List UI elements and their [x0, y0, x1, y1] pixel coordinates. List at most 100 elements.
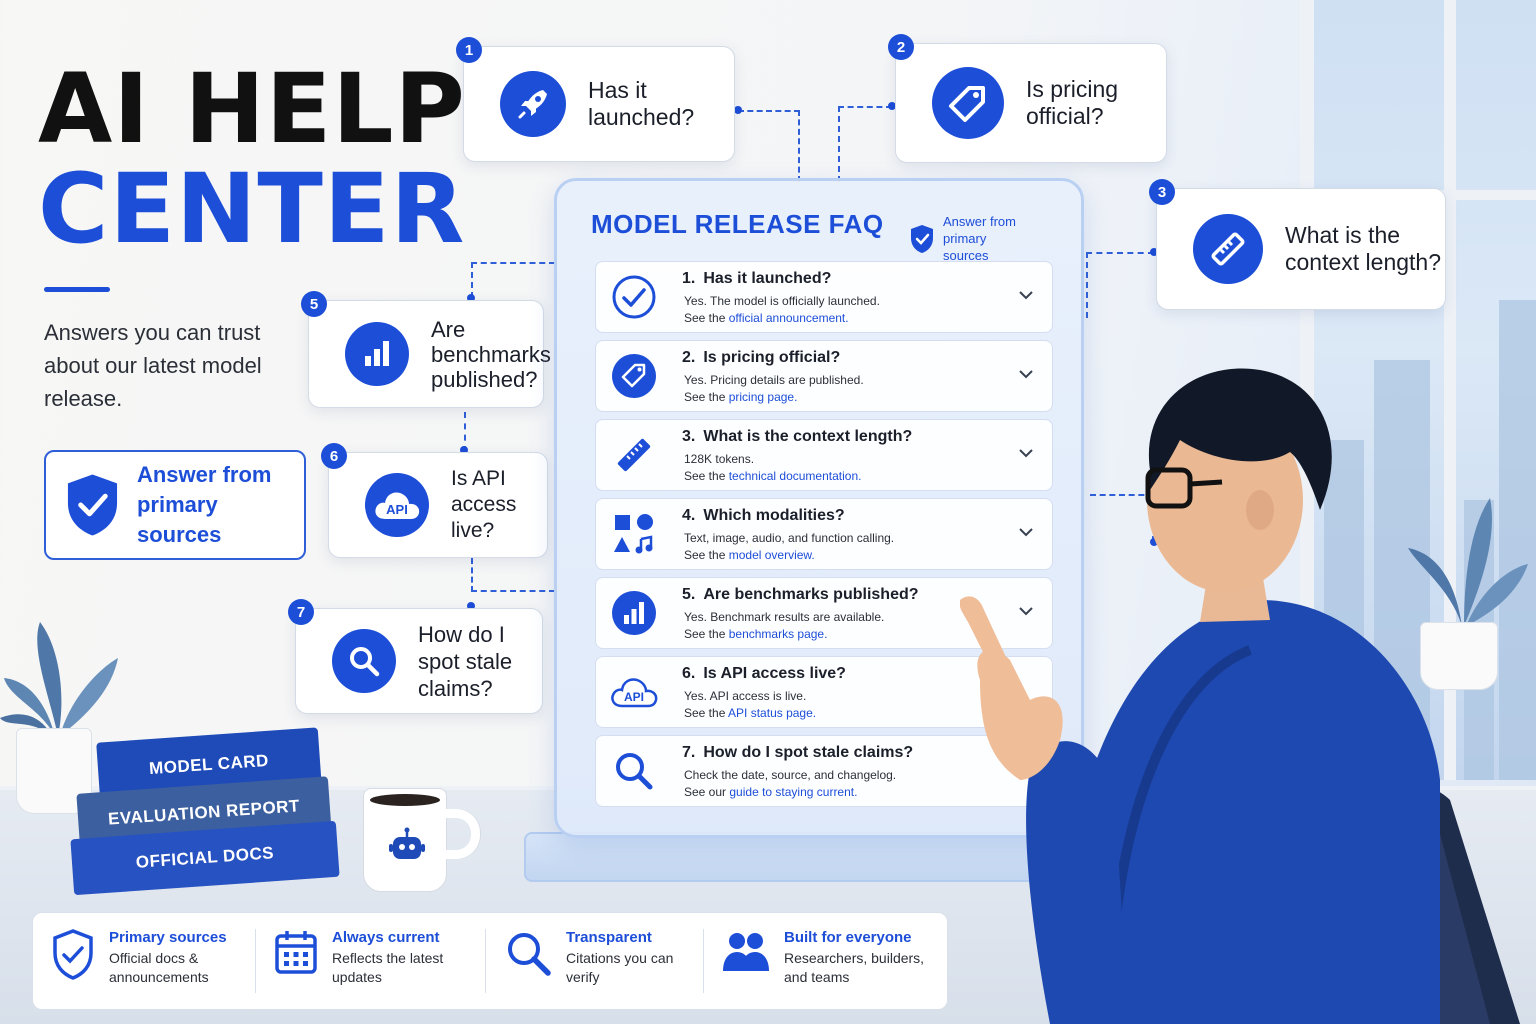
faq-link-benchmarks-page[interactable]: benchmarks page.	[728, 626, 828, 641]
feature-desc: Researchers, builders, and teams	[784, 950, 925, 985]
faq-item-api-access[interactable]: API 6. Is API access live? Yes. API acces…	[595, 656, 1053, 728]
person-illustration	[960, 368, 1520, 1024]
magnifier-icon	[332, 629, 396, 693]
chevron-down-icon[interactable]	[1018, 290, 1034, 300]
callout-stale-claims[interactable]: 7 How do I spot stale claims?	[288, 599, 543, 714]
faq-number: 5.	[682, 585, 696, 603]
callout-has-it-launched[interactable]: 1 Has it launched?	[456, 37, 735, 162]
connector-dot	[467, 602, 475, 610]
faq-see: See the	[684, 389, 726, 404]
faq-see: See our	[684, 784, 727, 799]
feature-desc: Reflects the latest updates	[332, 950, 444, 985]
faq-item-stale-claims[interactable]: 7. How do I spot stale claims? Check the …	[595, 735, 1053, 807]
faq-number: 2.	[682, 348, 696, 366]
coffee-mug	[363, 788, 480, 892]
faq-link-model-overview[interactable]: model overview.	[728, 547, 815, 562]
faq-answer: Check the date, source, and changelog.	[684, 767, 897, 782]
callout-text: Is API access live?	[451, 467, 517, 542]
faq-see: See the	[684, 310, 726, 325]
faq-question: Has it launched?	[703, 269, 832, 287]
plant-pot	[1420, 622, 1498, 690]
faq-answer: Yes. Benchmark results are available.	[684, 609, 885, 624]
people-icon	[723, 933, 769, 971]
chevron-down-icon[interactable]	[1018, 369, 1034, 379]
shield-check-icon	[911, 224, 933, 253]
callout-is-pricing-official[interactable]: 2 Is pricing official?	[888, 34, 1167, 163]
callout-text: Is pricing official?	[1026, 76, 1119, 129]
callout-api-access[interactable]: 6 API Is API access live?	[321, 443, 548, 558]
faq-see: See the	[684, 468, 726, 483]
panel-badge-text: Answer from primary sources	[943, 214, 1016, 263]
faq-question: What is the context length?	[703, 427, 913, 445]
trust-badge-card: Answer from primary sources	[44, 450, 306, 560]
bar-chart-icon	[345, 322, 409, 386]
faq-question: Are benchmarks published?	[703, 585, 919, 603]
bar-chart-icon	[608, 587, 660, 639]
faq-see: See the	[684, 547, 726, 562]
title-line-1: AI HELP	[38, 53, 466, 165]
feature-title: Built for everyone	[784, 929, 912, 946]
callout-benchmarks[interactable]: 5 Are benchmarks published?	[301, 291, 551, 408]
faq-link-official-announcement[interactable]: official announcement.	[728, 310, 849, 325]
callout-text: Has it launched?	[588, 77, 695, 130]
panel-title: MODEL RELEASE FAQ	[591, 209, 884, 239]
rocket-icon	[500, 71, 566, 137]
robot-icon	[389, 827, 425, 859]
connector-dot	[467, 294, 475, 302]
callout-text: Are benchmarks published?	[431, 316, 551, 392]
callout-number: 7	[288, 599, 314, 625]
chevron-down-icon[interactable]	[1018, 527, 1034, 537]
connector-3	[1086, 252, 1154, 318]
connector-dot	[888, 102, 896, 110]
faq-number: 6.	[682, 664, 696, 682]
api-icon-label: API	[624, 690, 644, 704]
faq-see: See the	[684, 705, 726, 720]
connector-2	[838, 106, 892, 182]
connector-dot	[734, 106, 742, 114]
title-line-2: CENTER	[38, 153, 466, 266]
title-accent-bar	[44, 287, 110, 292]
faq-answer: Yes. The model is officially launched.	[684, 293, 880, 308]
faq-answer: Yes. API access is live.	[684, 688, 807, 703]
feature-title: Transparent	[566, 929, 652, 946]
faq-number: 7.	[682, 743, 696, 761]
faq-item-context-length[interactable]: 3.What is the context length? 128K token…	[595, 419, 1053, 491]
faq-link-technical-documentation[interactable]: technical documentation.	[728, 468, 862, 483]
faq-item-launched[interactable]: 1. Has it launched? Yes. The model is off…	[595, 261, 1053, 333]
chevron-down-icon[interactable]	[1018, 606, 1034, 616]
faq-question: How do I spot stale claims?	[703, 743, 914, 761]
callout-number: 2	[888, 34, 914, 60]
faq-question: Is API access live?	[703, 664, 846, 682]
chevron-down-icon[interactable]	[1018, 448, 1034, 458]
faq-number: 3.	[682, 427, 696, 445]
faq-number: 1.	[682, 269, 696, 287]
callout-number: 5	[301, 291, 327, 317]
callout-context-length[interactable]: 3 What is the context length?	[1149, 179, 1446, 310]
faq-item-modalities[interactable]: 4.Which modalities? Text, image, audio, …	[595, 498, 1053, 570]
faq-item-pricing[interactable]: 2.Is pricing official? Yes. Pricing deta…	[595, 340, 1053, 412]
faq-link-api-status-page[interactable]: API status page.	[728, 705, 817, 720]
trust-badge-text: Answer from primary sources	[136, 462, 272, 547]
connector-dot	[1150, 538, 1158, 546]
faq-link-pricing-page[interactable]: pricing page.	[728, 389, 798, 404]
feature-title: Always current	[332, 929, 440, 946]
shapes-music-icon	[608, 508, 660, 560]
ruler-icon	[608, 429, 660, 481]
faq-link-guide-staying-current[interactable]: guide to staying current.	[729, 784, 858, 799]
callout-number: 3	[1149, 179, 1175, 205]
connector-5	[471, 262, 555, 298]
faq-number: 4.	[682, 506, 696, 524]
faq-see: See the	[684, 626, 726, 641]
callout-number: 1	[456, 37, 482, 63]
plant-left-icon	[0, 622, 118, 736]
connector-1	[738, 110, 800, 182]
panel-source-badge: Answer from primary sources	[909, 213, 1035, 264]
feature-desc: Official docs & announcements	[109, 950, 209, 985]
ruler-icon	[1193, 214, 1263, 284]
feature-desc: Citations you can verify	[566, 950, 674, 985]
